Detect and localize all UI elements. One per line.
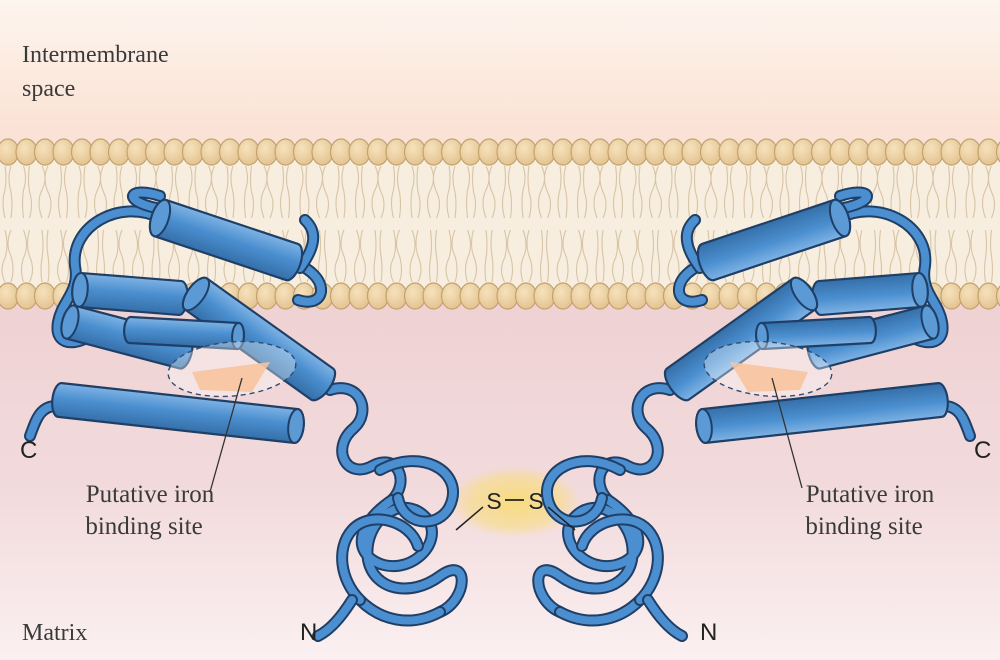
lipid-head <box>627 139 648 165</box>
lipid-head <box>516 139 537 165</box>
lipid-head <box>923 139 944 165</box>
lipid-head <box>664 139 685 165</box>
lipid-head <box>386 139 407 165</box>
lipid-head <box>978 139 999 165</box>
lipid-head <box>830 139 851 165</box>
lipid-head <box>571 283 592 309</box>
disulfide-left-sulfur: S <box>486 488 501 514</box>
left-site-label-line1: Putative iron <box>86 481 215 508</box>
lipid-head <box>368 283 389 309</box>
lipid-head <box>220 139 241 165</box>
lipid-head <box>553 139 574 165</box>
intermembrane-label-line1: Intermembrane <box>22 42 169 68</box>
lipid-head <box>460 139 481 165</box>
lipid-head <box>701 139 722 165</box>
lipid-head <box>867 139 888 165</box>
lipid-head <box>645 139 666 165</box>
lipid-head <box>756 139 777 165</box>
lipid-head <box>460 283 481 309</box>
lipid-head <box>257 283 278 309</box>
lipid-head <box>812 139 833 165</box>
lipid-head <box>146 139 167 165</box>
lipid-head <box>35 283 56 309</box>
lipid-head <box>16 283 37 309</box>
lipid-head <box>849 139 870 165</box>
lipid-head <box>608 139 629 165</box>
lipid-head <box>516 283 537 309</box>
lipid-head <box>738 139 759 165</box>
lipid-head <box>590 139 611 165</box>
lipid-head <box>331 139 352 165</box>
lipid-head <box>442 139 463 165</box>
lipid-head <box>16 139 37 165</box>
lipid-head <box>571 139 592 165</box>
lipid-head <box>349 139 370 165</box>
lipid-head <box>719 283 740 309</box>
lipid-head <box>35 139 56 165</box>
lipid-head <box>423 283 444 309</box>
lipid-head <box>479 139 500 165</box>
lipid-head <box>978 283 999 309</box>
lipid-head <box>386 283 407 309</box>
lipid-head <box>775 139 796 165</box>
lipid-head <box>645 283 666 309</box>
lipid-head <box>941 283 962 309</box>
lipid-head <box>590 283 611 309</box>
lipid-head <box>312 139 333 165</box>
lipid-head <box>164 139 185 165</box>
intermembrane-label-line2: space <box>22 76 75 102</box>
lipid-head <box>941 139 962 165</box>
lipid-head <box>793 139 814 165</box>
lipid-head <box>275 283 296 309</box>
lipid-head <box>960 139 981 165</box>
lipid-head <box>423 139 444 165</box>
lipid-head <box>349 283 370 309</box>
disulfide-right-sulfur: S <box>528 488 543 514</box>
right-c-terminus-label: C <box>974 437 991 464</box>
lipid-head <box>201 139 222 165</box>
lipid-head <box>275 139 296 165</box>
lipid-head <box>442 283 463 309</box>
lipid-head <box>331 283 352 309</box>
lipid-head <box>238 139 259 165</box>
lipid-head <box>368 139 389 165</box>
lipid-head <box>904 139 925 165</box>
right-site-label-line1: Putative iron <box>806 481 935 508</box>
right-n-terminus-label: N <box>700 619 717 646</box>
disulfide-glow <box>449 466 581 538</box>
left-site-label-line2: binding site <box>85 513 202 540</box>
right-site-label-line2: binding site <box>805 513 922 540</box>
lipid-head <box>405 283 426 309</box>
lipid-head <box>183 139 204 165</box>
lipid-head <box>719 139 740 165</box>
lipid-head <box>53 139 74 165</box>
lipid-head <box>534 283 555 309</box>
lipid-head <box>682 139 703 165</box>
lipid-head <box>90 139 111 165</box>
lipid-head <box>479 283 500 309</box>
lipid-head <box>627 283 648 309</box>
lipid-head <box>405 139 426 165</box>
lipid-head <box>257 139 278 165</box>
lipid-head <box>553 283 574 309</box>
lipid-head <box>886 139 907 165</box>
left-n-terminus-label: N <box>300 619 317 646</box>
lipid-head <box>608 283 629 309</box>
matrix-label: Matrix <box>22 620 87 646</box>
lipid-head <box>109 139 130 165</box>
left-c-terminus-label: C <box>20 437 37 464</box>
lipid-head <box>127 139 148 165</box>
lipid-head <box>497 283 518 309</box>
lipid-head <box>497 139 518 165</box>
lipid-head <box>534 139 555 165</box>
lipid-head <box>960 283 981 309</box>
lipid-head <box>72 139 93 165</box>
lipid-head <box>294 139 315 165</box>
